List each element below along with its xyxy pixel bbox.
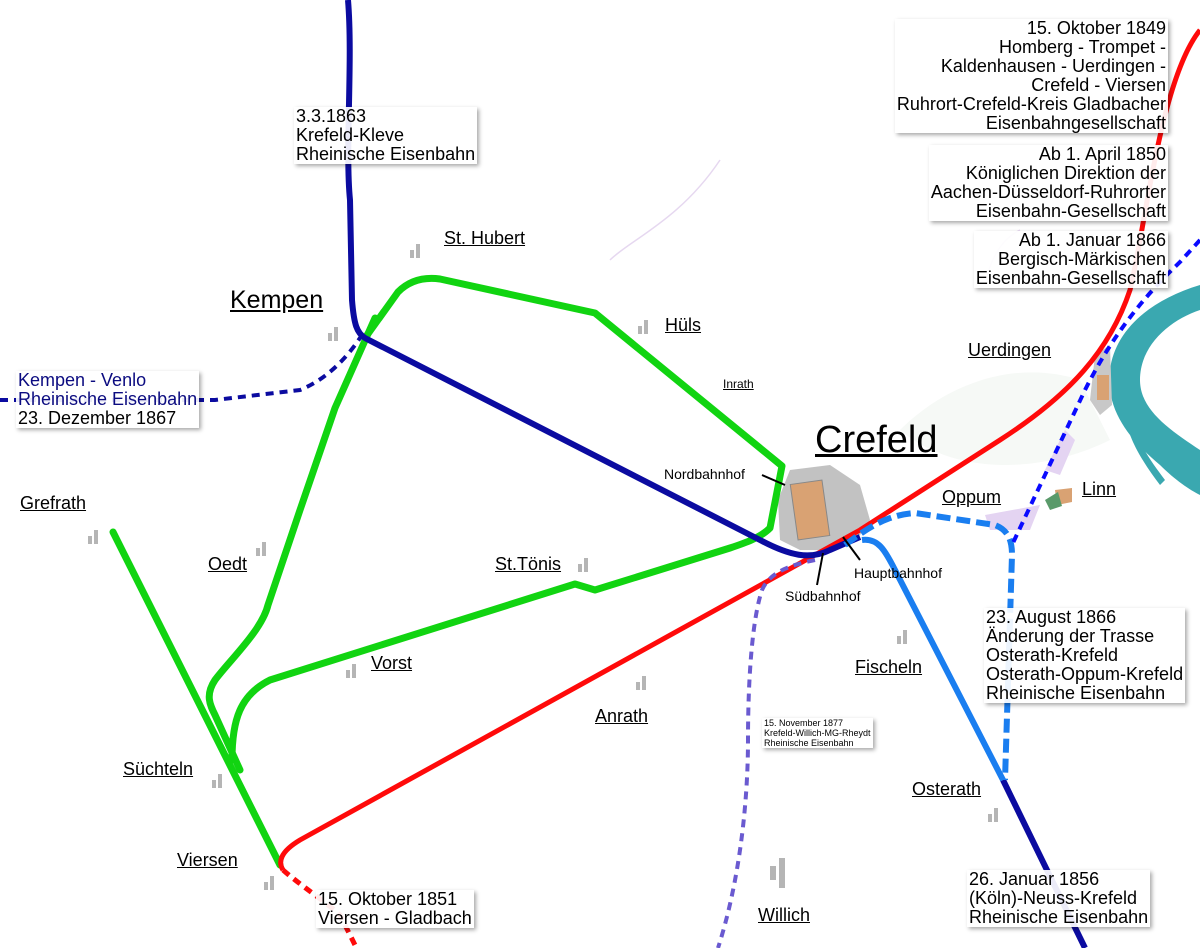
crefeld-old-town xyxy=(789,479,831,541)
annotation-line: Eisenbahngesellschaft xyxy=(985,113,1166,133)
annotation-line: Rheinische Eisenbahn xyxy=(18,389,198,409)
minor-road xyxy=(609,159,721,261)
annotation-line: 15. Oktober 1851 xyxy=(318,889,458,909)
annotation-line: Viersen - Gladbach xyxy=(318,908,472,928)
annotation-line: Königlichen Direktion der xyxy=(965,163,1166,183)
annotation-line: (Köln)-Neuss-Krefeld xyxy=(969,888,1138,908)
oppum-area xyxy=(985,505,1040,530)
hauptbahnhof-pointer xyxy=(842,536,861,561)
annotation-line: Eisenbahn-Gesellschaft xyxy=(975,268,1166,288)
annotation-neuss: 26. Januar 1856 (Köln)-Neuss-Krefeld Rhe… xyxy=(967,869,1151,927)
town-label-osterath: Osterath xyxy=(912,779,982,799)
annotation-bergisch: Ab 1. Januar 1866 Bergisch-Märkischen Ei… xyxy=(973,230,1168,288)
annotation-kleve: 3.3.1863 Krefeld-Kleve Rheinische Eisenb… xyxy=(294,106,478,164)
annotation-line: Aachen-Düsseldorf-Ruhrorter xyxy=(930,182,1166,202)
town-label-inrath: Inrath xyxy=(723,377,754,391)
village-icon xyxy=(770,858,785,888)
station-label-nordbahnhof: Nordbahnhof xyxy=(664,466,745,482)
annotation-line: Krefeld-Willich-MG-Rheydt xyxy=(764,728,871,738)
town-label-vorst: Vorst xyxy=(371,653,413,673)
annotation-line: Änderung der Trasse xyxy=(986,626,1155,646)
annotation-line: Rheinische Eisenbahn xyxy=(969,907,1149,927)
village-icon xyxy=(328,327,338,341)
willich-dashed-line xyxy=(716,558,816,948)
annotation-line: Rheinische Eisenbahn xyxy=(764,738,854,748)
annotation-line: Ruhrort-Crefeld-Kreis Gladbacher xyxy=(896,94,1166,114)
town-label-st-hubert: St. Hubert xyxy=(444,228,526,248)
annotation-line: 15. November 1877 xyxy=(764,718,844,728)
village-icon xyxy=(346,664,356,678)
town-label-viersen: Viersen xyxy=(177,850,238,870)
annotation-gladbach: 15. Oktober 1851 Viersen - Gladbach xyxy=(316,890,474,928)
village-icon xyxy=(897,630,907,644)
village-icon xyxy=(638,320,648,334)
village-icon xyxy=(256,542,266,556)
town-label-crefeld: Crefeld xyxy=(815,419,938,461)
annotation-line: Crefeld - Viersen xyxy=(1031,75,1166,95)
annotation-line: 15. Oktober 1849 xyxy=(1026,18,1166,38)
annotation-line: 23. August 1866 xyxy=(986,607,1117,627)
rhine-river xyxy=(1109,285,1200,495)
annotation-line: Homberg - Trompet - xyxy=(998,37,1166,57)
village-icon xyxy=(578,558,588,572)
town-label-oppum: Oppum xyxy=(942,487,1002,507)
annotation-line: Kempen - Venlo xyxy=(18,370,147,390)
annotation-line: Krefeld-Kleve xyxy=(296,125,405,145)
nordbahnhof-pointer xyxy=(761,474,786,486)
town-label-huels: Hüls xyxy=(665,315,702,335)
town-label-linn: Linn xyxy=(1082,479,1117,499)
village-icon xyxy=(988,808,998,822)
annotation-ruhrort: 15. Oktober 1849 Homberg - Trompet - Kal… xyxy=(894,18,1168,133)
town-label-willich: Willich xyxy=(758,905,810,925)
rhine-branch xyxy=(1125,410,1165,485)
annotation-line: Osterath-Krefeld xyxy=(986,645,1119,665)
town-label-grefrath: Grefrath xyxy=(20,493,87,513)
annotation-line: Bergisch-Märkischen xyxy=(997,249,1166,269)
annotation-venlo: Kempen - Venlo Rheinische Eisenbahn 23. … xyxy=(16,370,200,428)
station-label-suedbahnhof: Südbahnhof xyxy=(785,588,861,604)
annotation-line: Eisenbahn-Gesellschaft xyxy=(975,201,1166,221)
town-label-oedt: Oedt xyxy=(208,554,248,574)
village-icon xyxy=(410,244,420,258)
annotation-line: 3.3.1863 xyxy=(296,106,367,126)
village-icon xyxy=(212,774,222,788)
annotation-line: 23. Dezember 1867 xyxy=(18,408,177,428)
town-label-anrath: Anrath xyxy=(595,706,649,726)
town-label-st-toenis: St.Tönis xyxy=(495,554,562,574)
suedbahnhof-pointer xyxy=(816,552,824,586)
village-icon xyxy=(636,676,646,690)
kleve-line xyxy=(345,0,862,559)
linn-moat xyxy=(1045,492,1062,510)
annotation-aachen: Ab 1. April 1850 Königlichen Direktion d… xyxy=(928,144,1168,221)
green-line-st-hubert xyxy=(228,274,786,764)
town-label-uerdingen: Uerdingen xyxy=(968,340,1052,360)
annotation-line: Rheinische Eisenbahn xyxy=(986,683,1166,703)
linn-area xyxy=(1045,430,1075,475)
annotation-line: Rheinische Eisenbahn xyxy=(296,144,476,164)
town-label-kempen: Kempen xyxy=(230,286,324,314)
village-icon xyxy=(88,530,98,544)
village-icon xyxy=(264,876,274,890)
annotation-august-1866: 23. August 1866 Änderung der Trasse Oste… xyxy=(984,607,1186,703)
town-label-fischeln: Fischeln xyxy=(855,657,923,677)
annotation-line: Ab 1. Januar 1866 xyxy=(1018,230,1166,250)
osterath-krefeld-line xyxy=(861,536,1006,782)
uerdingen-old-town xyxy=(1097,375,1109,400)
annotation-line: Kaldenhausen - Uerdingen - xyxy=(940,56,1166,76)
annotation-line: Ab 1. April 1850 xyxy=(1038,144,1166,164)
green-line-kempen-oedt xyxy=(205,314,379,774)
annotation-line: Osterath-Oppum-Krefeld xyxy=(986,664,1184,684)
station-label-hauptbahnhof: Hauptbahnhof xyxy=(854,565,942,581)
annotation-line: 26. Januar 1856 xyxy=(969,869,1100,889)
annotation-willich-line: 15. November 1877 Krefeld-Willich-MG-Rhe… xyxy=(762,718,873,748)
village-icons xyxy=(88,244,998,890)
osterath-oppum-dashed-line xyxy=(843,509,1016,781)
green-line-grefrath-viersen xyxy=(109,528,284,869)
town-label-suechteln: Süchteln xyxy=(123,759,194,779)
venlo-dashed-line xyxy=(0,328,367,402)
